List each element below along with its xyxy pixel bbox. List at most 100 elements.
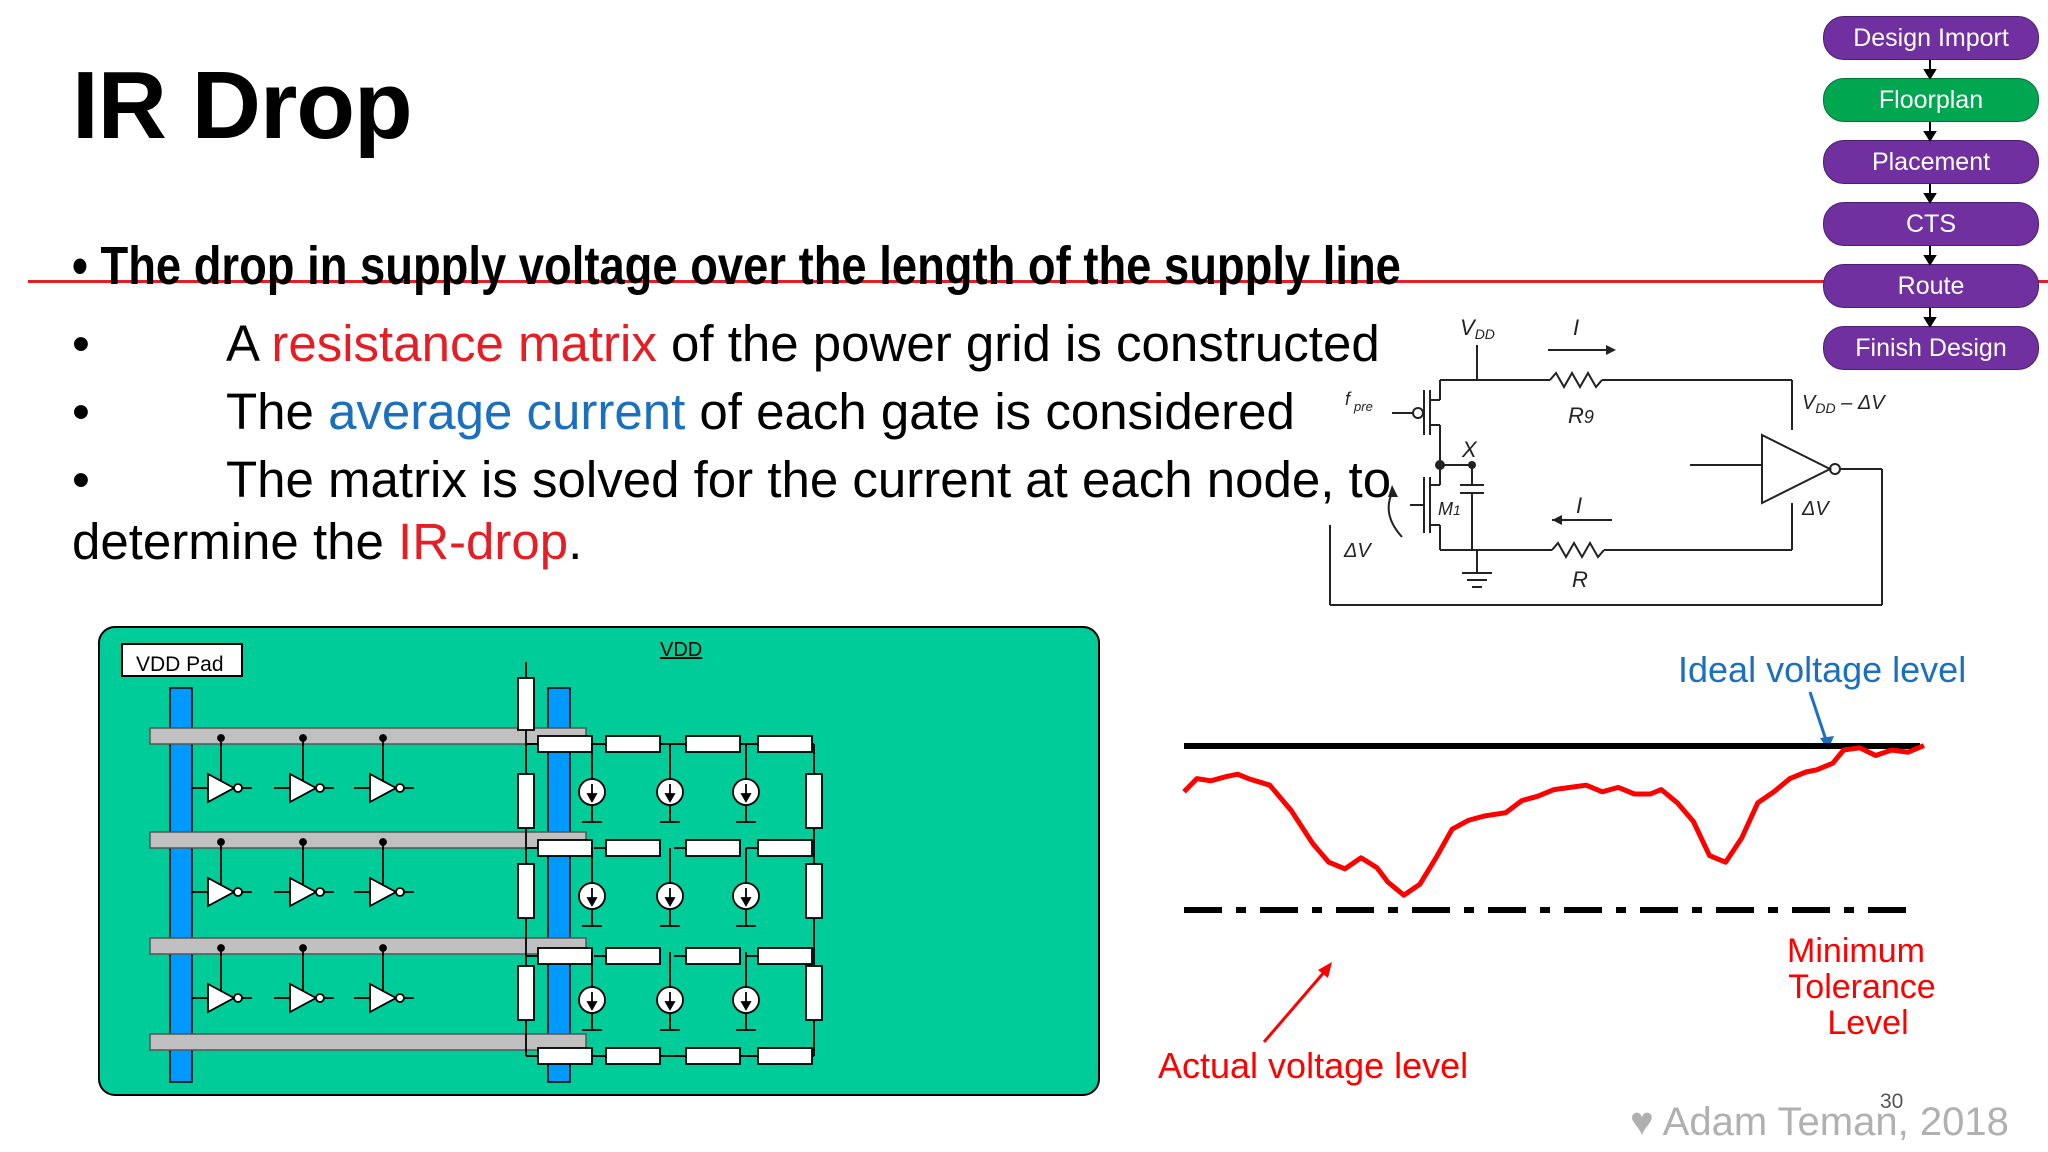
horizontal-resistor — [526, 947, 593, 965]
flow-step-floorplan[interactable]: Floorplan — [1823, 78, 2039, 122]
horizontal-resistor — [526, 839, 593, 857]
resistor-r — [1551, 540, 1605, 560]
bullet-average-current: • The average current of each gate is co… — [72, 386, 1392, 442]
current-source — [732, 952, 760, 1031]
current-source — [732, 848, 760, 927]
right-power-rail — [547, 687, 571, 1083]
current-source — [656, 744, 684, 823]
continuation-post: . — [568, 513, 583, 570]
current-source — [578, 952, 606, 1031]
main-bullet: • The drop in supply voltage over the le… — [72, 236, 1401, 296]
inverter-cell — [274, 734, 334, 804]
power-grid-figure: VDD Pad VDD — [98, 626, 1100, 1096]
horizontal-resistor — [594, 735, 661, 753]
horizontal-resistor — [746, 839, 813, 857]
flow-step-route[interactable]: Route — [1823, 264, 2039, 308]
current-source — [656, 952, 684, 1031]
footer-credit: ♥ Adam Teman, 2018 — [1630, 1100, 2009, 1144]
inverter-cell — [274, 944, 334, 1014]
horizontal-resistor — [746, 735, 813, 753]
continuation-pre: determine the — [72, 513, 399, 570]
inverter-cell — [192, 734, 252, 804]
bullet-matrix-solved: • The matrix is solved for the current a… — [72, 454, 1432, 510]
bullet-dot: • — [72, 451, 90, 508]
current-bottom-text: I — [1576, 493, 1582, 518]
bullet-resistance-matrix: • A resistance matrix of the power grid … — [72, 318, 1392, 374]
vertical-resistor — [517, 965, 535, 1021]
horizontal-resistor — [674, 1047, 741, 1065]
tolerance-label-line: Minimum — [1787, 932, 1925, 970]
current-source — [578, 848, 606, 927]
bullet-highlight: resistance matrix — [271, 315, 657, 372]
resistor-r9 — [1549, 370, 1603, 390]
vdd-pad-label: VDD Pad — [136, 653, 224, 676]
bullet-dot: • — [72, 315, 90, 372]
grid-background — [98, 626, 1100, 1096]
bullet-text: The matrix is solved for the current at … — [226, 454, 1391, 505]
vertical-resistor — [517, 863, 535, 919]
inverter — [1761, 433, 1833, 505]
horizontal-resistor — [526, 1047, 593, 1065]
ideal-label-arrow — [1808, 691, 1828, 741]
bullet-text-pre: A — [226, 315, 272, 372]
inverter-cell — [192, 944, 252, 1014]
bullet-text: The average current of each gate is cons… — [226, 386, 1295, 437]
actual-voltage-curve — [1182, 743, 1925, 898]
vdd-text: VDD — [1460, 315, 1495, 342]
current-top-text: I — [1573, 315, 1579, 340]
left-power-rail — [169, 687, 193, 1083]
vdd-label: VDD — [660, 639, 702, 661]
flow-step-finish-design[interactable]: Finish Design — [1823, 326, 2039, 370]
bullet-dot: • — [72, 383, 90, 440]
ir-drop-highlight: IR-drop — [398, 513, 569, 570]
actual-label-arrow — [1262, 969, 1328, 1043]
current-source — [656, 848, 684, 927]
bullet-text: A resistance matrix of the power grid is… — [226, 318, 1380, 369]
vertical-resistor — [517, 773, 535, 829]
bullet-highlight: average current — [328, 383, 686, 440]
r9-text: R9 — [1568, 403, 1594, 428]
ideal-voltage-label: Ideal voltage level — [1678, 649, 1966, 690]
bullet-continuation: determine the IR-drop. — [72, 516, 582, 567]
vdd-minus-dv-text: VDD – ΔV — [1802, 392, 1886, 416]
flow-step-placement[interactable]: Placement — [1823, 140, 2039, 184]
current-source — [732, 744, 760, 823]
inverter-cell — [192, 838, 252, 908]
delta-v-right-text: ΔV — [1801, 498, 1830, 520]
inverter-cell — [354, 838, 414, 908]
bullet-text-pre: The matrix is solved for the current at … — [226, 451, 1392, 508]
horizontal-resistor — [594, 839, 661, 857]
inverter-cell — [354, 734, 414, 804]
delta-v-left-text: ΔV — [1343, 540, 1372, 562]
r-text: R — [1572, 567, 1588, 592]
bullet-text-post: of the power grid is constructed — [656, 315, 1380, 372]
voltage-level-figure: Ideal voltage level Actual voltage level… — [1158, 649, 1966, 1086]
slide-title: IR Drop — [72, 52, 413, 159]
flow-step-cts[interactable]: CTS — [1823, 202, 2039, 246]
tolerance-label-line: Tolerance — [1788, 968, 1935, 1006]
horizontal-resistor — [746, 947, 813, 965]
flow-arrows — [1923, 60, 1937, 328]
inverter-cell — [354, 944, 414, 1014]
tolerance-label-line: Level — [1827, 1004, 1908, 1042]
actual-voltage-label: Actual voltage level — [1158, 1045, 1468, 1086]
horizontal-resistor — [674, 839, 741, 857]
m1-text: M1 — [1438, 499, 1461, 519]
title-divider — [28, 280, 2048, 283]
page-number: 30 — [1880, 1090, 1904, 1113]
horizontal-resistor — [594, 1047, 661, 1065]
vertical-resistor — [805, 863, 823, 919]
horizontal-resistor — [746, 1047, 813, 1065]
bullet-text-pre: The — [226, 383, 329, 440]
flow-step-design-import[interactable]: Design Import — [1823, 16, 2039, 60]
bullet-text-post: of each gate is considered — [685, 383, 1295, 440]
horizontal-resistor — [594, 947, 661, 965]
vertical-resistor — [805, 773, 823, 829]
current-source — [578, 744, 606, 823]
inverter-cell — [274, 838, 334, 908]
node-x-text: X — [1461, 437, 1478, 462]
tolerance-label: Minimum Tolerance Level — [1787, 932, 1936, 1042]
horizontal-resistor — [674, 735, 741, 753]
